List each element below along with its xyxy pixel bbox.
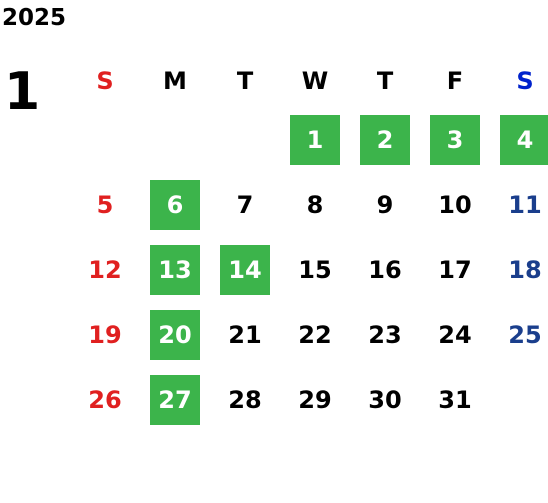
day-cell-highlighted[interactable]: 3 <box>430 114 480 165</box>
week-row-4: 19 20 21 22 23 24 25 <box>70 302 548 367</box>
day-cell <box>490 375 548 425</box>
day-cell[interactable]: 24 <box>438 320 472 349</box>
day-cell[interactable]: 19 <box>88 320 122 349</box>
day-cell <box>140 115 210 165</box>
weekday-tuesday: T <box>236 67 254 95</box>
weekday-thursday: T <box>376 67 394 95</box>
day-cell[interactable]: 8 <box>306 190 324 219</box>
year-label: 2025 <box>2 5 67 31</box>
day-cell-highlighted[interactable]: 6 <box>150 179 200 230</box>
calendar-grid: S M T W T F S 1 2 3 4 5 6 7 8 9 10 11 <box>70 55 548 432</box>
week-row-5: 26 27 28 29 30 31 <box>70 367 548 432</box>
day-cell <box>70 115 140 165</box>
day-cell[interactable]: 31 <box>438 385 472 414</box>
month-label: 1 <box>4 62 41 122</box>
day-cell[interactable]: 15 <box>298 255 332 284</box>
day-cell-highlighted[interactable]: 1 <box>290 114 340 165</box>
day-cell[interactable]: 22 <box>298 320 332 349</box>
day-cell[interactable]: 21 <box>228 320 262 349</box>
day-cell[interactable]: 26 <box>88 385 122 414</box>
weekday-wednesday: W <box>301 67 329 95</box>
day-cell[interactable]: 7 <box>236 190 254 219</box>
day-cell[interactable]: 25 <box>508 320 542 349</box>
day-cell[interactable]: 12 <box>88 255 122 284</box>
day-cell[interactable]: 17 <box>438 255 472 284</box>
weekday-sunday: S <box>96 67 114 95</box>
day-cell[interactable]: 28 <box>228 385 262 414</box>
day-cell[interactable]: 18 <box>508 255 542 284</box>
week-row-2: 5 6 7 8 9 10 11 <box>70 172 548 237</box>
day-cell[interactable]: 30 <box>368 385 402 414</box>
day-cell[interactable]: 9 <box>376 190 394 219</box>
day-cell-highlighted[interactable]: 13 <box>150 244 200 295</box>
week-row-3: 12 13 14 15 16 17 18 <box>70 237 548 302</box>
weekday-monday: M <box>163 67 187 95</box>
weekday-friday: F <box>446 67 464 95</box>
day-cell-highlighted[interactable]: 14 <box>220 244 270 295</box>
day-cell-highlighted[interactable]: 2 <box>360 114 410 165</box>
day-cell[interactable]: 29 <box>298 385 332 414</box>
weekday-saturday: S <box>516 67 534 95</box>
day-cell[interactable]: 5 <box>96 190 114 219</box>
day-cell[interactable]: 16 <box>368 255 402 284</box>
day-cell-highlighted[interactable]: 4 <box>500 114 548 165</box>
day-cell-highlighted[interactable]: 27 <box>150 374 200 425</box>
day-cell[interactable]: 11 <box>508 190 542 219</box>
day-cell[interactable]: 10 <box>438 190 472 219</box>
weekday-header-row: S M T W T F S <box>70 55 548 107</box>
day-cell-highlighted[interactable]: 20 <box>150 309 200 360</box>
day-cell <box>210 115 280 165</box>
day-cell[interactable]: 23 <box>368 320 402 349</box>
week-row-1: 1 2 3 4 <box>70 107 548 172</box>
